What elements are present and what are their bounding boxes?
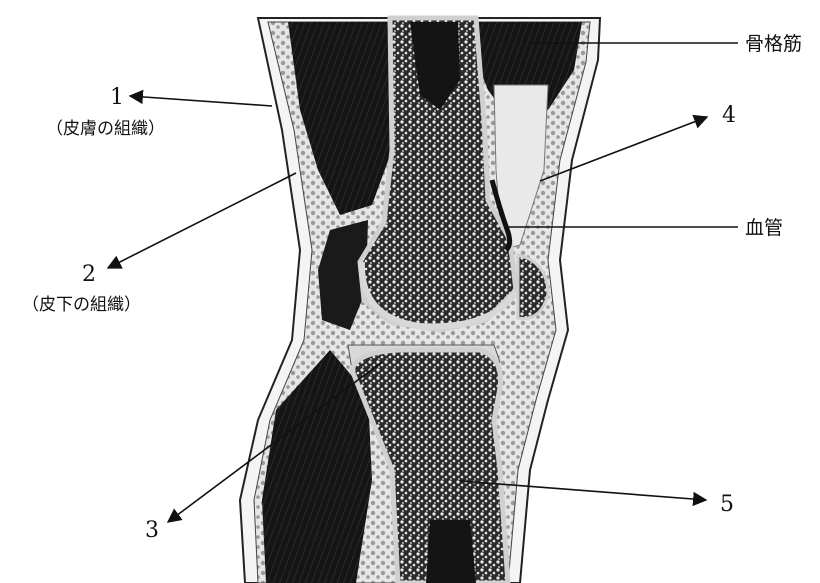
label-4-number: 4 [722,103,736,128]
label-5-number: 5 [720,492,734,517]
label-1-text: （皮膚の組織） [46,119,165,139]
label-blood-vessel: 血管 [745,217,783,239]
leader-2 [108,173,296,268]
leader-1 [130,96,272,106]
label-2-text: （皮下の組織） [22,295,141,315]
label-skeletal-muscle: 骨格筋 [745,33,802,55]
tibia-marrow [426,520,476,583]
label-1-number: 1 [110,85,124,110]
label-3-number: 3 [145,518,159,543]
label-2-number: 2 [82,262,96,287]
